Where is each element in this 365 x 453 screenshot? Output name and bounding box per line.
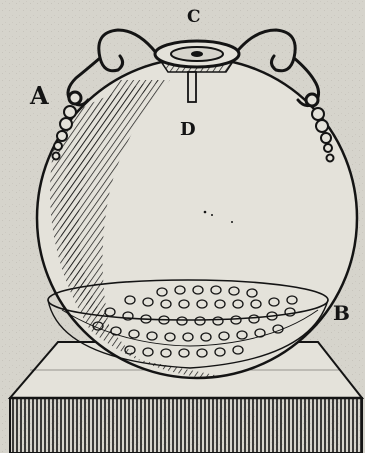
top-ring bbox=[155, 41, 239, 72]
inner-tube bbox=[188, 72, 196, 102]
label-a: A bbox=[29, 81, 49, 110]
label-c: C bbox=[187, 7, 201, 27]
label-d: D bbox=[180, 119, 196, 140]
label-b: B bbox=[333, 301, 350, 325]
